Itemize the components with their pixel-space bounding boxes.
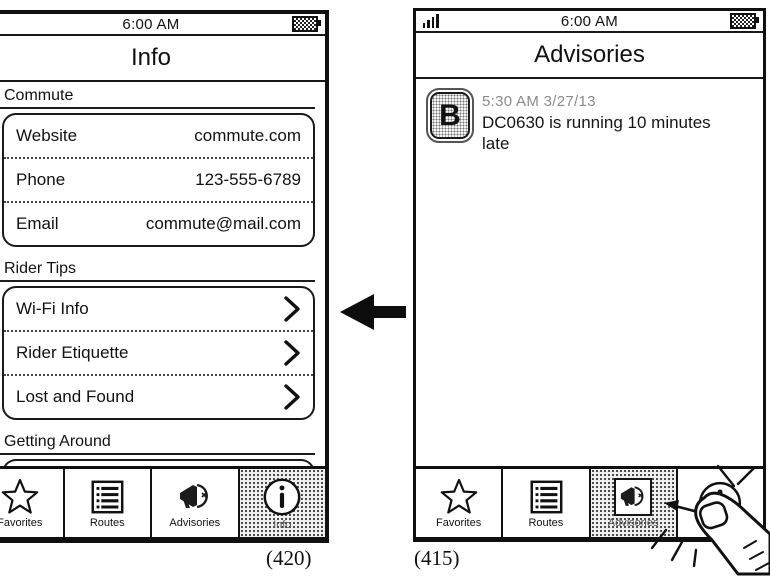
page-title: Advisories — [416, 33, 763, 79]
tab-label: Info — [273, 518, 292, 531]
left-arrow-icon — [338, 292, 408, 334]
tab-routes[interactable]: Routes — [501, 469, 589, 537]
rider-tips-card: Wi-Fi Info Rider Etiquette Lost and Foun… — [2, 286, 315, 420]
megaphone-icon — [614, 477, 653, 516]
status-time: 6:00 AM — [560, 12, 619, 30]
list-icon — [526, 478, 566, 516]
phone-info-screen: 6:00 AM Info Commute Website commute.com… — [0, 10, 329, 543]
row-label: Website — [16, 126, 78, 145]
tab-label: Routes — [528, 516, 564, 529]
star-icon — [0, 478, 40, 516]
tab-advisories-selected[interactable]: Advisories — [588, 469, 676, 537]
phone-advisories-screen: 6:00 AM Advisories B 5:30 AM 3/27/13 DC0… — [413, 8, 766, 542]
section-heading: Getting Around — [0, 432, 315, 455]
row-value: 123-555-6789 — [195, 170, 301, 189]
tab-label: Favorites — [0, 516, 43, 529]
chevron-right-icon — [283, 339, 301, 367]
tab-bar: Favorites Routes Advisories Info — [0, 466, 325, 537]
battery-icon — [730, 13, 759, 29]
tab-info[interactable] — [675, 469, 763, 537]
signal-bars-icon — [423, 14, 439, 28]
advisories-content: B 5:30 AM 3/27/13 DC0630 is running 10 m… — [416, 79, 763, 466]
chevron-right-icon — [283, 295, 301, 323]
transferring-row[interactable]: Transferring Between Vehicles — [4, 461, 313, 466]
tab-advisories[interactable]: Advisories — [150, 469, 238, 537]
website-row[interactable]: Website commute.com — [4, 115, 313, 157]
section-getting-around: Getting Around Transferring Between Vehi… — [0, 432, 315, 466]
phone-row[interactable]: Phone 123-555-6789 — [4, 157, 313, 201]
lost-and-found-row[interactable]: Lost and Found — [4, 374, 313, 418]
tab-label: Advisories — [169, 516, 221, 529]
section-commute: Commute Website commute.com Phone 123-55… — [0, 86, 315, 247]
tab-favorites[interactable]: Favorites — [416, 469, 502, 537]
battery-icon — [292, 16, 321, 32]
commute-card: Website commute.com Phone 123-555-6789 E… — [2, 113, 315, 247]
row-label: Wi-Fi Info — [16, 299, 89, 318]
section-heading: Commute — [0, 86, 315, 109]
row-value: commute@mail.com — [145, 214, 301, 233]
row-label: Rider Etiquette — [16, 343, 129, 362]
wifi-info-row[interactable]: Wi-Fi Info — [4, 288, 313, 330]
figure-ref-415: (415) — [414, 546, 460, 570]
list-icon — [87, 478, 127, 516]
row-value: commute.com — [194, 126, 301, 145]
advisory-message: DC0630 is running 10 minutes late — [482, 113, 711, 153]
chevron-right-icon — [283, 383, 301, 411]
page-title: Info — [0, 36, 325, 82]
status-bar: 6:00 AM — [416, 11, 763, 33]
section-heading: Rider Tips — [0, 259, 315, 282]
tab-info-selected[interactable]: Info — [237, 469, 325, 537]
row-label: Phone — [16, 170, 66, 189]
section-rider-tips: Rider Tips Wi-Fi Info Rider Etiquette — [0, 259, 315, 420]
tab-favorites[interactable]: Favorites — [0, 469, 63, 537]
info-content: Commute Website commute.com Phone 123-55… — [0, 82, 325, 466]
tab-routes[interactable]: Routes — [62, 469, 150, 537]
info-icon — [697, 480, 743, 526]
getting-around-card: Transferring Between Vehicles — [2, 459, 315, 466]
status-bar: 6:00 AM — [0, 14, 325, 36]
advisory-timestamp: 5:30 AM 3/27/13 — [482, 93, 596, 110]
figure-ref-420: (420) — [266, 546, 312, 570]
tab-label: Advisories — [607, 516, 659, 529]
rider-etiquette-row[interactable]: Rider Etiquette — [4, 330, 313, 374]
star-icon — [439, 478, 479, 516]
status-time: 6:00 AM — [122, 15, 180, 33]
row-label: Email — [16, 214, 59, 233]
route-b-badge: B — [426, 88, 474, 143]
tab-label: Favorites — [436, 516, 482, 529]
advisory-text: 5:30 AM 3/27/13 DC0630 is running 10 min… — [482, 92, 734, 154]
row-label: Lost and Found — [16, 387, 135, 406]
megaphone-icon — [174, 478, 216, 516]
tab-label: Routes — [89, 516, 125, 529]
info-icon — [260, 476, 304, 518]
email-row[interactable]: Email commute@mail.com — [4, 201, 313, 245]
advisory-list-item[interactable]: B 5:30 AM 3/27/13 DC0630 is running 10 m… — [416, 79, 763, 154]
tab-bar: Favorites Routes Advisories — [416, 466, 763, 537]
